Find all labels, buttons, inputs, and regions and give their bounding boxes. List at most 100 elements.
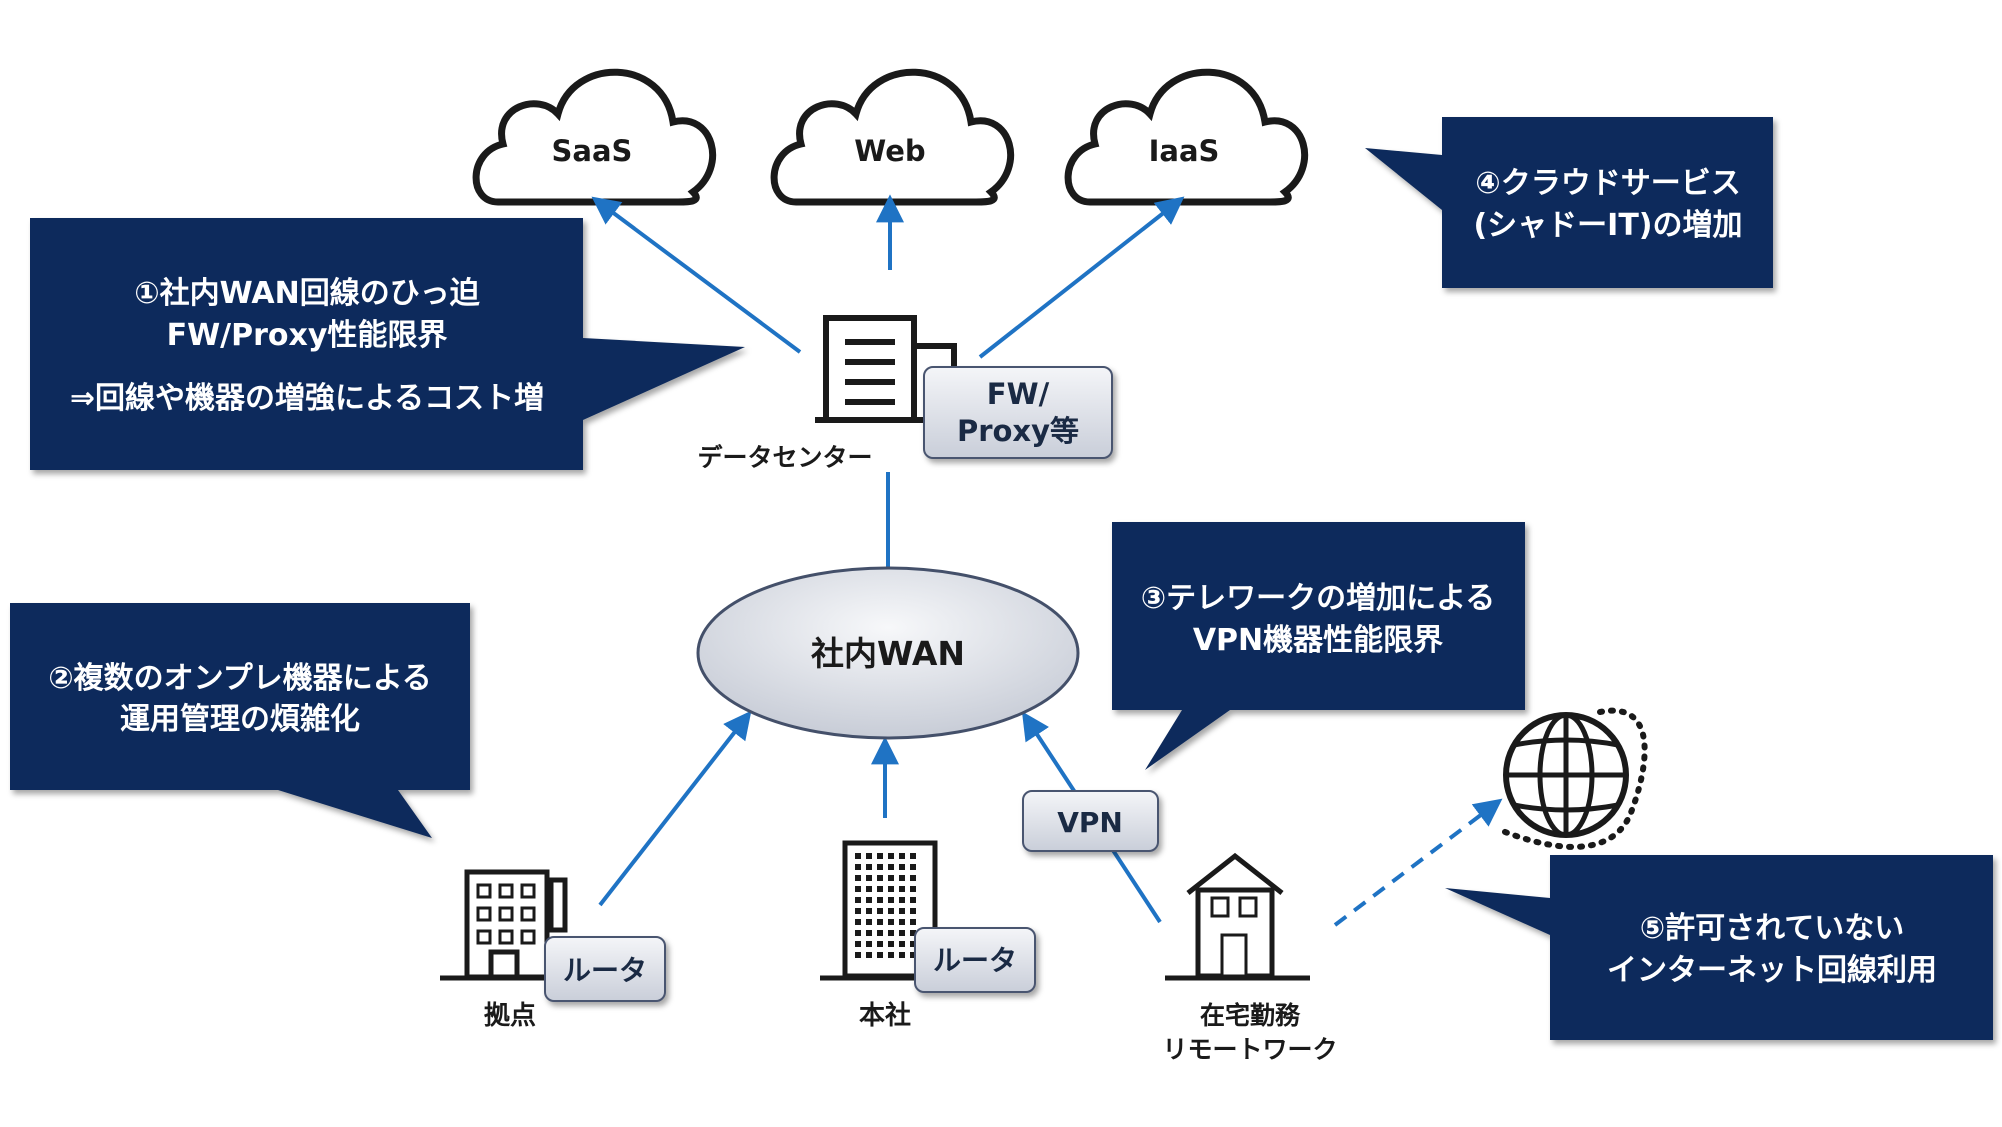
callout-5-line1: ⑤許可されていない (1640, 911, 1905, 946)
cloud-web-label: Web (854, 134, 925, 168)
cloud-iaas-label: IaaS (1149, 134, 1220, 168)
hq-window (877, 886, 883, 892)
fw-proxy-label-2: Proxy等 (957, 414, 1079, 448)
hq-window (899, 886, 905, 892)
callout-4-line1: ④クラウドサービス (1475, 166, 1740, 201)
callout-5-line2: インターネット回線利用 (1607, 953, 1937, 988)
hq-window (866, 853, 872, 859)
datacenter-label: データセンター (697, 443, 872, 472)
arrow-dc-to-iaas (978, 196, 1185, 359)
callout-3-line2: VPN機器性能限界 (1193, 623, 1443, 658)
hq-label: 本社 (859, 1000, 911, 1031)
hq-window (877, 897, 883, 903)
hq-window (866, 886, 872, 892)
callout-1-line1: ①社内WAN回線のひっ迫 (134, 276, 480, 311)
callout-1 (30, 218, 745, 470)
corporate-wan-label: 社内WAN (811, 634, 965, 673)
hq-window (877, 930, 883, 936)
hq-window (888, 864, 894, 870)
hq-window (855, 941, 861, 947)
branch-router-label: ルータ (563, 954, 647, 987)
hq-window (899, 919, 905, 925)
fw-proxy-box (923, 366, 1113, 459)
hq-window (866, 930, 872, 936)
hq-window (888, 875, 894, 881)
hq-window (877, 952, 883, 958)
fw-proxy-label-1: FW/ (987, 377, 1050, 411)
callout-2-line1: ②複数のオンプレ機器による (48, 661, 432, 696)
hq-window (877, 875, 883, 881)
hq-window (855, 864, 861, 870)
hq-window (866, 908, 872, 914)
branch-router-box (544, 936, 666, 1002)
branch-label: 拠点 (484, 1000, 536, 1031)
hq-window (910, 908, 916, 914)
hq-window (855, 875, 861, 881)
arrow-dc-to-saas (591, 196, 802, 354)
globe-icon (1497, 707, 1648, 850)
hq-window (899, 875, 905, 881)
hq-window (855, 919, 861, 925)
hq-windows (855, 853, 916, 958)
hq-window (877, 908, 883, 914)
hq-window (910, 853, 916, 859)
hq-window (899, 952, 905, 958)
callout-5 (1445, 855, 1993, 1040)
hq-window (888, 941, 894, 947)
vpn-box (1022, 790, 1159, 852)
home-label-1: 在宅勤務 (1200, 1001, 1301, 1030)
hq-window (899, 864, 905, 870)
home-house-icon (1165, 852, 1310, 981)
arrow-branch-to-wan (598, 710, 752, 907)
hq-window (910, 886, 916, 892)
hq-window (910, 941, 916, 947)
hq-window (899, 897, 905, 903)
callout-1-line2: FW/Proxy性能限界 (167, 318, 448, 353)
hq-window (899, 908, 905, 914)
hq-window (855, 930, 861, 936)
callout-1-line3: ⇒回線や機器の増強によるコスト増 (70, 381, 544, 416)
hq-window (888, 952, 894, 958)
hq-window (899, 853, 905, 859)
hq-window (888, 897, 894, 903)
hq-window (877, 853, 883, 859)
hq-window (910, 875, 916, 881)
hq-window (888, 919, 894, 925)
hq-window (866, 941, 872, 947)
hq-router-label: ルータ (933, 944, 1017, 977)
callout-4 (1365, 117, 1773, 288)
branch-building-icon (440, 869, 568, 981)
hq-window (877, 919, 883, 925)
hq-window (910, 897, 916, 903)
corporate-wan-ellipse (696, 566, 1080, 740)
hq-window (866, 897, 872, 903)
vpn-label: VPN (1057, 806, 1123, 839)
hq-window (855, 897, 861, 903)
hq-window (899, 930, 905, 936)
hq-window (910, 930, 916, 936)
hq-window (855, 853, 861, 859)
hq-window (866, 919, 872, 925)
hq-window (866, 864, 872, 870)
hq-window (910, 952, 916, 958)
hq-window (866, 952, 872, 958)
hq-window (888, 930, 894, 936)
cloud-saas-label: SaaS (552, 134, 633, 168)
hq-window (899, 941, 905, 947)
hq-window (910, 919, 916, 925)
callout-3 (1112, 522, 1525, 770)
callout-2-line2: 運用管理の煩雑化 (120, 702, 360, 737)
hq-router-box (914, 927, 1036, 993)
hq-window (888, 908, 894, 914)
hq-window (877, 864, 883, 870)
hq-window (866, 875, 872, 881)
hq-window (855, 886, 861, 892)
hq-window (855, 908, 861, 914)
callout-3-line1: ③テレワークの増加による (1141, 581, 1496, 616)
home-label-2: リモートワーク (1162, 1035, 1337, 1064)
arrow-home-to-internet (1333, 798, 1503, 927)
hq-window (888, 853, 894, 859)
callout-4-line2: (シャドーIT)の増加 (1473, 208, 1742, 243)
callout-2 (10, 603, 470, 838)
